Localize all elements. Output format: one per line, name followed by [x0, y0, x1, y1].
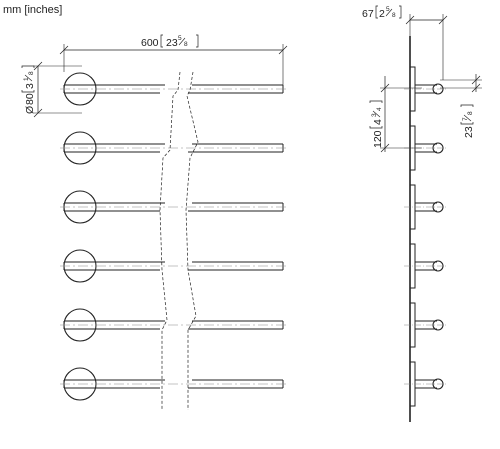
side-profile	[404, 243, 448, 289]
side-profile	[404, 302, 448, 348]
length-inch-whole: 23	[166, 37, 178, 49]
length-mm: 600	[141, 37, 159, 49]
diameter-inch-whole: 3	[24, 83, 36, 89]
side-profile	[404, 361, 448, 407]
diameter-inch-num: 1	[23, 77, 30, 81]
bar-offset-inch-den: 8	[467, 111, 474, 115]
spacing-inch-den: 4	[376, 107, 383, 111]
diameter-prefix: Ø	[24, 106, 36, 114]
bar-offset-inch-num: 7	[462, 117, 469, 121]
spacing-inch-num: 3	[371, 113, 378, 117]
spacing-dimension: 120 4 3 4	[369, 76, 422, 153]
bar-offset-dimension: 23 7 8	[440, 74, 482, 138]
depth-inch-num: 5	[386, 6, 390, 13]
diameter-dimension: Ø 80 3 1 8	[21, 61, 82, 118]
diameter-inch-den: 8	[28, 71, 35, 75]
depth-inch-den: 8	[392, 12, 396, 19]
side-profile	[404, 184, 448, 230]
side-view	[404, 36, 448, 422]
spacing-inch-whole: 4	[372, 119, 384, 125]
bar-offset-mm: 23	[463, 126, 475, 138]
towel-bar	[60, 367, 286, 401]
spacing-mm: 120	[372, 130, 384, 148]
depth-dimension: 67 2 5 8	[362, 5, 448, 80]
length-dimension: 600 23 5 8	[59, 34, 288, 86]
depth-inch-whole: 2	[379, 8, 385, 20]
diameter-mm: 80	[24, 93, 36, 105]
towel-bar	[60, 190, 286, 224]
length-inch-den: 8	[184, 41, 188, 48]
towel-bar	[60, 308, 286, 342]
break-line-right	[185, 71, 199, 410]
break-line-left	[159, 71, 181, 410]
side-profile	[404, 66, 448, 112]
towel-bar	[60, 72, 286, 106]
units-label: mm [inches]	[3, 4, 62, 16]
towel-bar	[60, 249, 286, 283]
length-inch-num: 5	[178, 35, 182, 42]
depth-mm: 67	[362, 8, 374, 20]
front-view	[60, 71, 286, 410]
towel-bar	[60, 131, 286, 165]
